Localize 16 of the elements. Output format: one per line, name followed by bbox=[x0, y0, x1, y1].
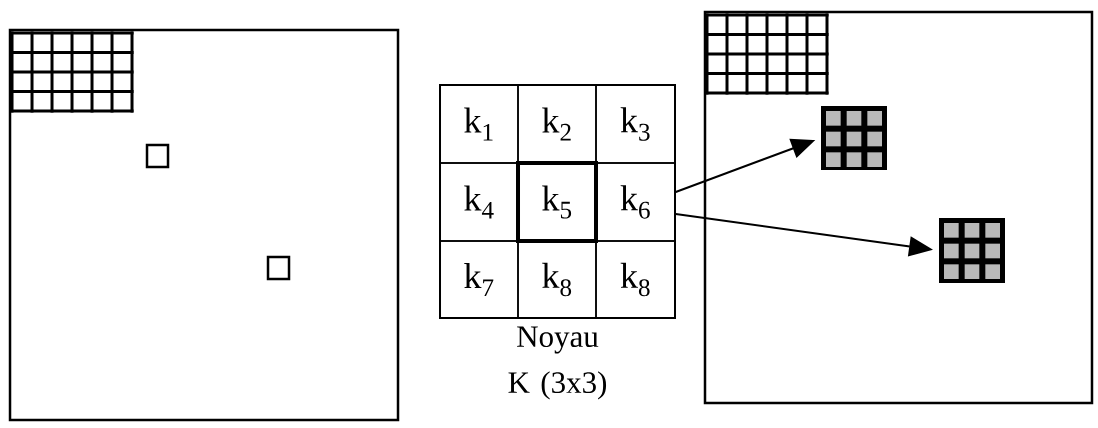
kernel-cell: k$_{7}$ bbox=[439, 240, 519, 319]
kernel-cell: k$_{2}$ bbox=[517, 84, 597, 164]
kernel-cell: k$_{3}$ bbox=[595, 84, 676, 164]
node-label: Noyau K (3x3) bbox=[508, 326, 607, 400]
kernel-cell: k$_{8}$ bbox=[517, 240, 597, 319]
shaded-patch bbox=[939, 218, 1005, 283]
image-frame bbox=[703, 10, 1094, 405]
kernel-cell: k$_{5}$ bbox=[516, 161, 598, 243]
pixel-square bbox=[145, 143, 170, 169]
kernel-cell: k$_{4}$ bbox=[439, 162, 519, 242]
kernel-cell: k$_{8}$ bbox=[595, 240, 676, 319]
kernel-cell: k$_{6}$ bbox=[595, 162, 676, 242]
kernel-cell: k$_{1}$ bbox=[439, 84, 519, 164]
pixel-square bbox=[266, 255, 291, 281]
shaded-patch bbox=[821, 106, 887, 170]
image-frame bbox=[8, 28, 400, 422]
